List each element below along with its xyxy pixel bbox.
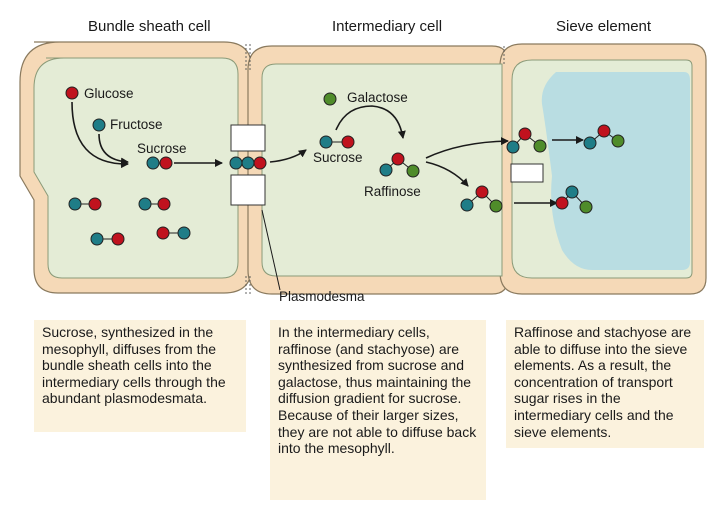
- raffinose-to-lower-arrow: [425, 161, 469, 187]
- plasmodesma-channel-lower: [230, 174, 266, 206]
- header-sieve-element: Sieve element: [556, 18, 652, 35]
- label-raffinose: Raffinose: [364, 184, 421, 199]
- label-galactose: Galactose: [347, 90, 408, 105]
- caption-sieve-element: Raffinose and stachyose are able to diff…: [506, 320, 704, 448]
- fructose-to-sucrose-arrow: [98, 133, 129, 166]
- caption-intermediary-cell: In the intermediary cells, raffinose (an…: [270, 320, 486, 500]
- plasmodesma-junction-bottom: [245, 276, 251, 294]
- cytoplasm: [33, 57, 693, 279]
- plasmodesma-junction-top: [245, 44, 251, 70]
- header-bundle-sheath-cell: Bundle sheath cell: [88, 18, 211, 35]
- plasmodesmata-left: [230, 44, 266, 294]
- raffinose-to-upper-arrow: [425, 137, 509, 159]
- flow-arrows: [71, 101, 584, 291]
- raffinose-molecule: [379, 152, 420, 178]
- plasmodesma-channel-upper: [230, 124, 266, 152]
- sucrose-molecule-intermediary: [319, 135, 355, 149]
- raffinose-molecule-sieve-upper: [583, 124, 625, 150]
- label-sucrose-intermediary: Sucrose: [313, 150, 363, 165]
- plasmodesma-pointer-line: [261, 209, 281, 291]
- header-intermediary-cell: Intermediary cell: [332, 18, 442, 35]
- molecules: [65, 86, 625, 246]
- sucrose-molecule-left: [146, 156, 173, 170]
- glucose-molecule: [65, 86, 79, 100]
- plasmodesmata-right: [503, 46, 544, 183]
- raffinose-molecule-upper: [506, 127, 547, 154]
- label-glucose: Glucose: [84, 86, 134, 101]
- sucrose-galactose-arrow: [335, 105, 406, 139]
- bundle-sheath-cytoplasm: [33, 57, 239, 279]
- sieve-element-lumen: [541, 72, 690, 270]
- label-plasmodesma: Plasmodesma: [279, 289, 365, 304]
- glucose-to-sucrose-arrow: [71, 101, 129, 169]
- sucrose-molecule-pool-4: [156, 226, 191, 240]
- sucrose-molecule-pool-3: [90, 232, 125, 246]
- sucrose-molecule-pool-1: [68, 197, 102, 211]
- label-fructose: Fructose: [110, 117, 163, 132]
- label-sucrose-left: Sucrose: [137, 141, 187, 156]
- raffinose-molecule-sieve-lower: [555, 185, 593, 214]
- raffinose-molecule-lower: [460, 185, 503, 213]
- channel-to-sucrose-arrow: [269, 149, 307, 163]
- pore-plasmodesma-channel: [510, 163, 544, 183]
- sucrose-molecule-pool-2: [138, 197, 171, 211]
- fructose-molecule: [92, 118, 106, 132]
- molecule-labels: Glucose Fructose Sucrose Galactose Sucro…: [84, 86, 421, 304]
- sucrose-molecule-in-channel: [229, 156, 267, 170]
- caption-bundle-sheath: Sucrose, synthesized in the mesophyll, d…: [34, 320, 246, 432]
- galactose-molecule: [323, 92, 337, 106]
